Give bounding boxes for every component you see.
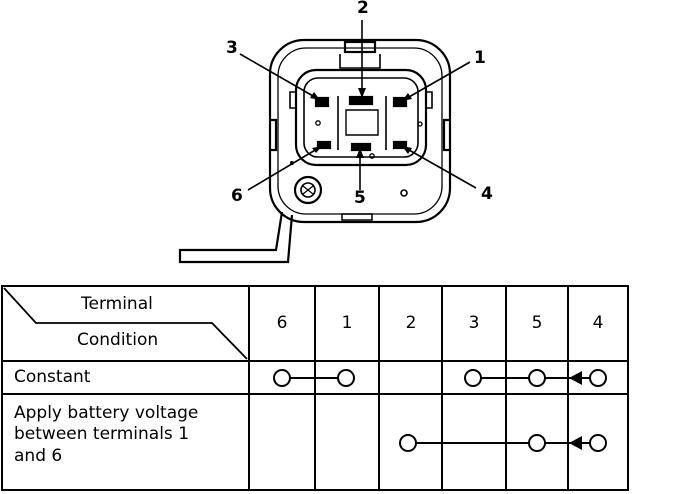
continuity-node-r1-1 bbox=[337, 369, 355, 387]
terminal-callout-3: 3 bbox=[226, 38, 238, 58]
row-condition-constant: Constant bbox=[14, 367, 91, 387]
terminal-pin-2 bbox=[348, 95, 374, 106]
terminal-pin-1 bbox=[392, 96, 408, 108]
connector-receptacle bbox=[294, 68, 428, 167]
header-diagonal bbox=[3, 287, 248, 360]
header-condition-label: Condition bbox=[77, 330, 159, 350]
terminal-pin-4 bbox=[392, 140, 408, 150]
continuity-node-r1-4 bbox=[589, 369, 607, 387]
continuity-node-r1-3 bbox=[464, 369, 482, 387]
connector-housing bbox=[268, 38, 452, 224]
continuity-node-r2-2 bbox=[399, 434, 417, 452]
terminal-pin-5 bbox=[350, 142, 372, 152]
terminal-callout-1: 1 bbox=[474, 48, 486, 68]
mounting-screw bbox=[293, 175, 323, 205]
terminal-pin-6 bbox=[316, 140, 332, 150]
diode-symbol-r1 bbox=[567, 370, 582, 386]
continuity-table-grid bbox=[1, 285, 629, 491]
continuity-node-r1-5 bbox=[528, 369, 546, 387]
leader-line-3 bbox=[239, 53, 321, 101]
terminal-callout-2: 2 bbox=[357, 0, 369, 18]
column-header-5: 5 bbox=[531, 313, 543, 333]
row-condition-battery: Apply battery voltage between terminals … bbox=[14, 403, 199, 466]
terminal-pin-3 bbox=[314, 96, 330, 108]
column-header-3: 3 bbox=[468, 313, 480, 333]
diode-symbol-r2 bbox=[567, 435, 582, 451]
continuity-node-r1-6 bbox=[273, 369, 291, 387]
continuity-table: Terminal Condition 6 1 2 3 5 4 Constant … bbox=[0, 285, 630, 492]
header-terminal-label: Terminal bbox=[81, 294, 153, 314]
leader-line-4 bbox=[401, 145, 477, 189]
continuity-node-r2-5 bbox=[528, 434, 546, 452]
continuity-node-r2-4 bbox=[589, 434, 607, 452]
terminal-callout-6: 6 bbox=[231, 186, 243, 206]
connector-diagram bbox=[178, 20, 477, 264]
terminal-callout-4: 4 bbox=[481, 184, 493, 204]
column-header-6: 6 bbox=[276, 313, 288, 333]
terminal-callout-5: 5 bbox=[354, 188, 366, 208]
column-header-4: 4 bbox=[592, 313, 604, 333]
leader-line-1 bbox=[401, 61, 471, 102]
column-header-2: 2 bbox=[405, 313, 417, 333]
leader-line-6 bbox=[247, 145, 323, 191]
column-header-1: 1 bbox=[341, 313, 353, 333]
wire-harness bbox=[178, 211, 294, 264]
